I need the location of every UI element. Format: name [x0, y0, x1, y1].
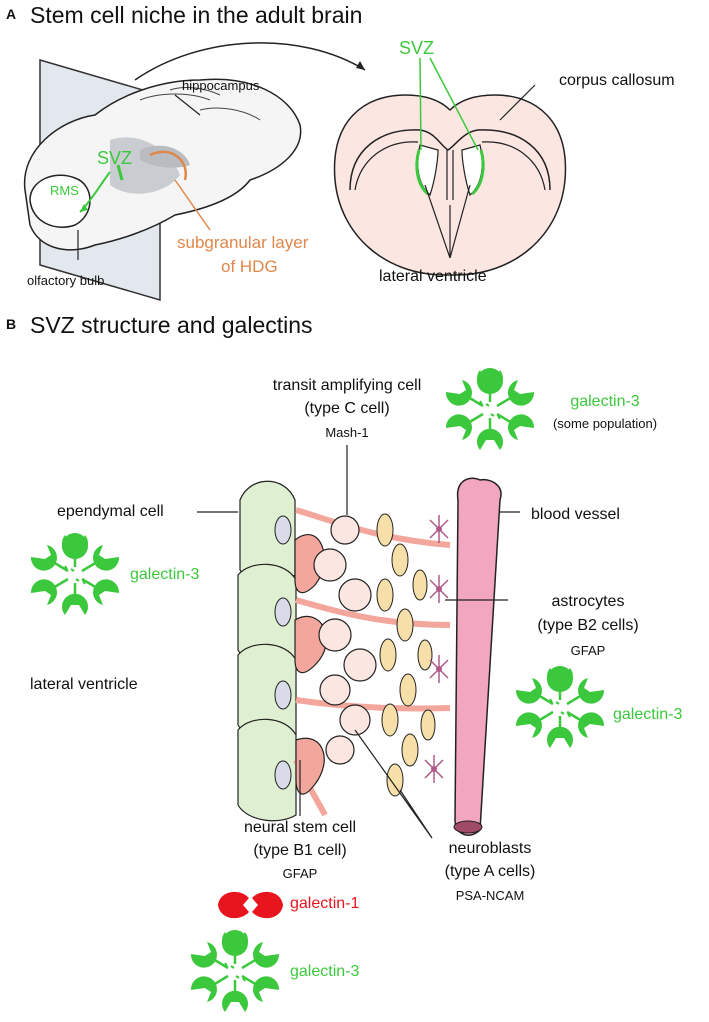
galectin-3-symbol-top: [444, 366, 536, 452]
label-olfactory-bulb: olfactory bulb: [27, 273, 105, 288]
galectin-3-symbol-right: [514, 664, 606, 750]
panel-b-title: SVZ structure and galectins: [30, 312, 313, 338]
label-galectin3-right: galectin-3: [613, 706, 683, 723]
label-astro-line1: astrocytes: [551, 593, 625, 610]
label-corpus-callosum: corpus callosum: [559, 72, 675, 89]
label-hippocampus: hippocampus: [182, 78, 260, 93]
label-ependymal-cell: ependymal cell: [57, 503, 164, 520]
label-blood-vessel: blood vessel: [531, 506, 620, 523]
svz-structure: [197, 445, 520, 839]
label-lateral-ventricle-b: lateral ventricle: [30, 676, 138, 693]
label-neuro-line1: neuroblasts: [448, 840, 532, 857]
coronal-section: [333, 57, 567, 276]
label-neuro-line2: (type A cells): [444, 863, 536, 880]
label-galectin3-top-note: (some population): [552, 416, 658, 431]
label-svz-right: SVZ: [399, 38, 435, 58]
label-transit-marker: Mash-1: [325, 425, 369, 440]
label-rms: RMS: [50, 183, 79, 198]
label-nsc-marker: GFAP: [282, 866, 318, 881]
label-nsc-line2: (type B1 cell): [253, 842, 347, 859]
label-nsc-line1: neural stem cell: [243, 819, 357, 836]
label-galectin3-bottom: galectin-3: [290, 963, 360, 980]
panel-a-title: Stem cell niche in the adult brain: [30, 2, 363, 28]
label-astro-line2: (type B2 cells): [537, 617, 639, 634]
galectin-3-symbol-left: [29, 531, 121, 617]
panel-a-letter: A: [6, 6, 17, 22]
label-galectin3-top: galectin-3: [570, 393, 640, 410]
label-svz-left: SVZ: [97, 148, 133, 168]
galectin-1-symbol: [218, 891, 283, 919]
brain-3d-sketch: [23, 59, 302, 301]
label-galectin1: galectin-1: [290, 895, 360, 912]
label-subgranular-line1: subgranular layer: [177, 233, 309, 252]
label-transit-line1: transit amplifying cell: [272, 377, 422, 394]
galectin-3-symbol-bottom: [189, 928, 281, 1014]
label-neuro-marker: PSA-NCAM: [455, 888, 525, 903]
label-subgranular-line2: of HDG: [221, 257, 278, 276]
label-transit-line2: (type C cell): [304, 400, 390, 417]
panel-b-letter: B: [6, 316, 17, 332]
label-galectin3-left: galectin-3: [130, 566, 200, 583]
label-lateral-ventricle-a: lateral ventricle: [379, 268, 487, 285]
label-astro-marker: GFAP: [570, 643, 606, 658]
